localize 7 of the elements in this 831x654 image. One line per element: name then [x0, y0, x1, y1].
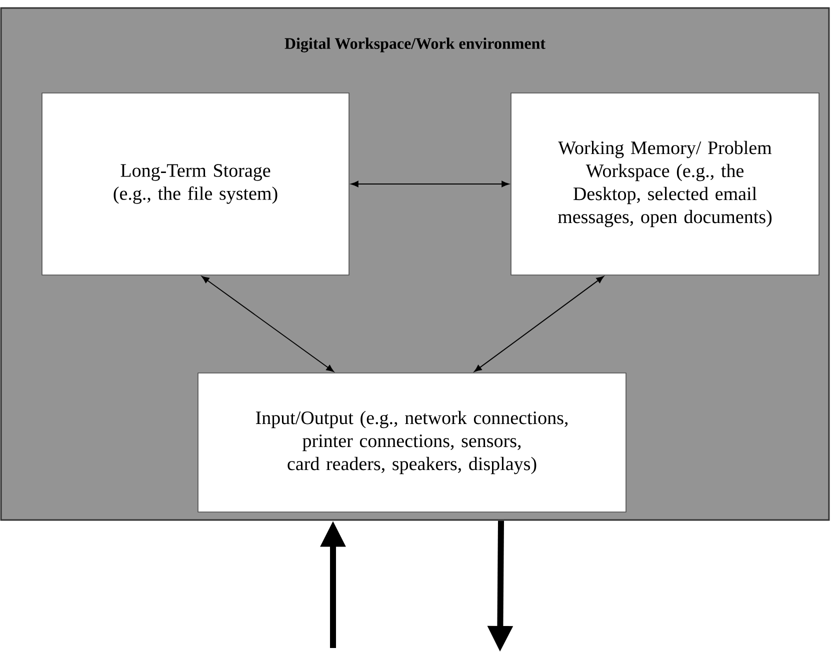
- panel-heading: Digital Workspace/Work environment: [284, 38, 546, 52]
- arrow: [202, 276, 334, 372]
- text-box: Long-Term Storage (e.g., the file system): [42, 92, 350, 276]
- text-box: Input/Output (e.g., network connections, printer connections, sensors, card readers, speakers, displays): [198, 372, 626, 512]
- arrow: [350, 180, 510, 188]
- arrow: [474, 276, 604, 372]
- text-box: Working Memory/ Problem Workspace (e.g., the Desktop, selected email messages, open documents): [510, 92, 820, 276]
